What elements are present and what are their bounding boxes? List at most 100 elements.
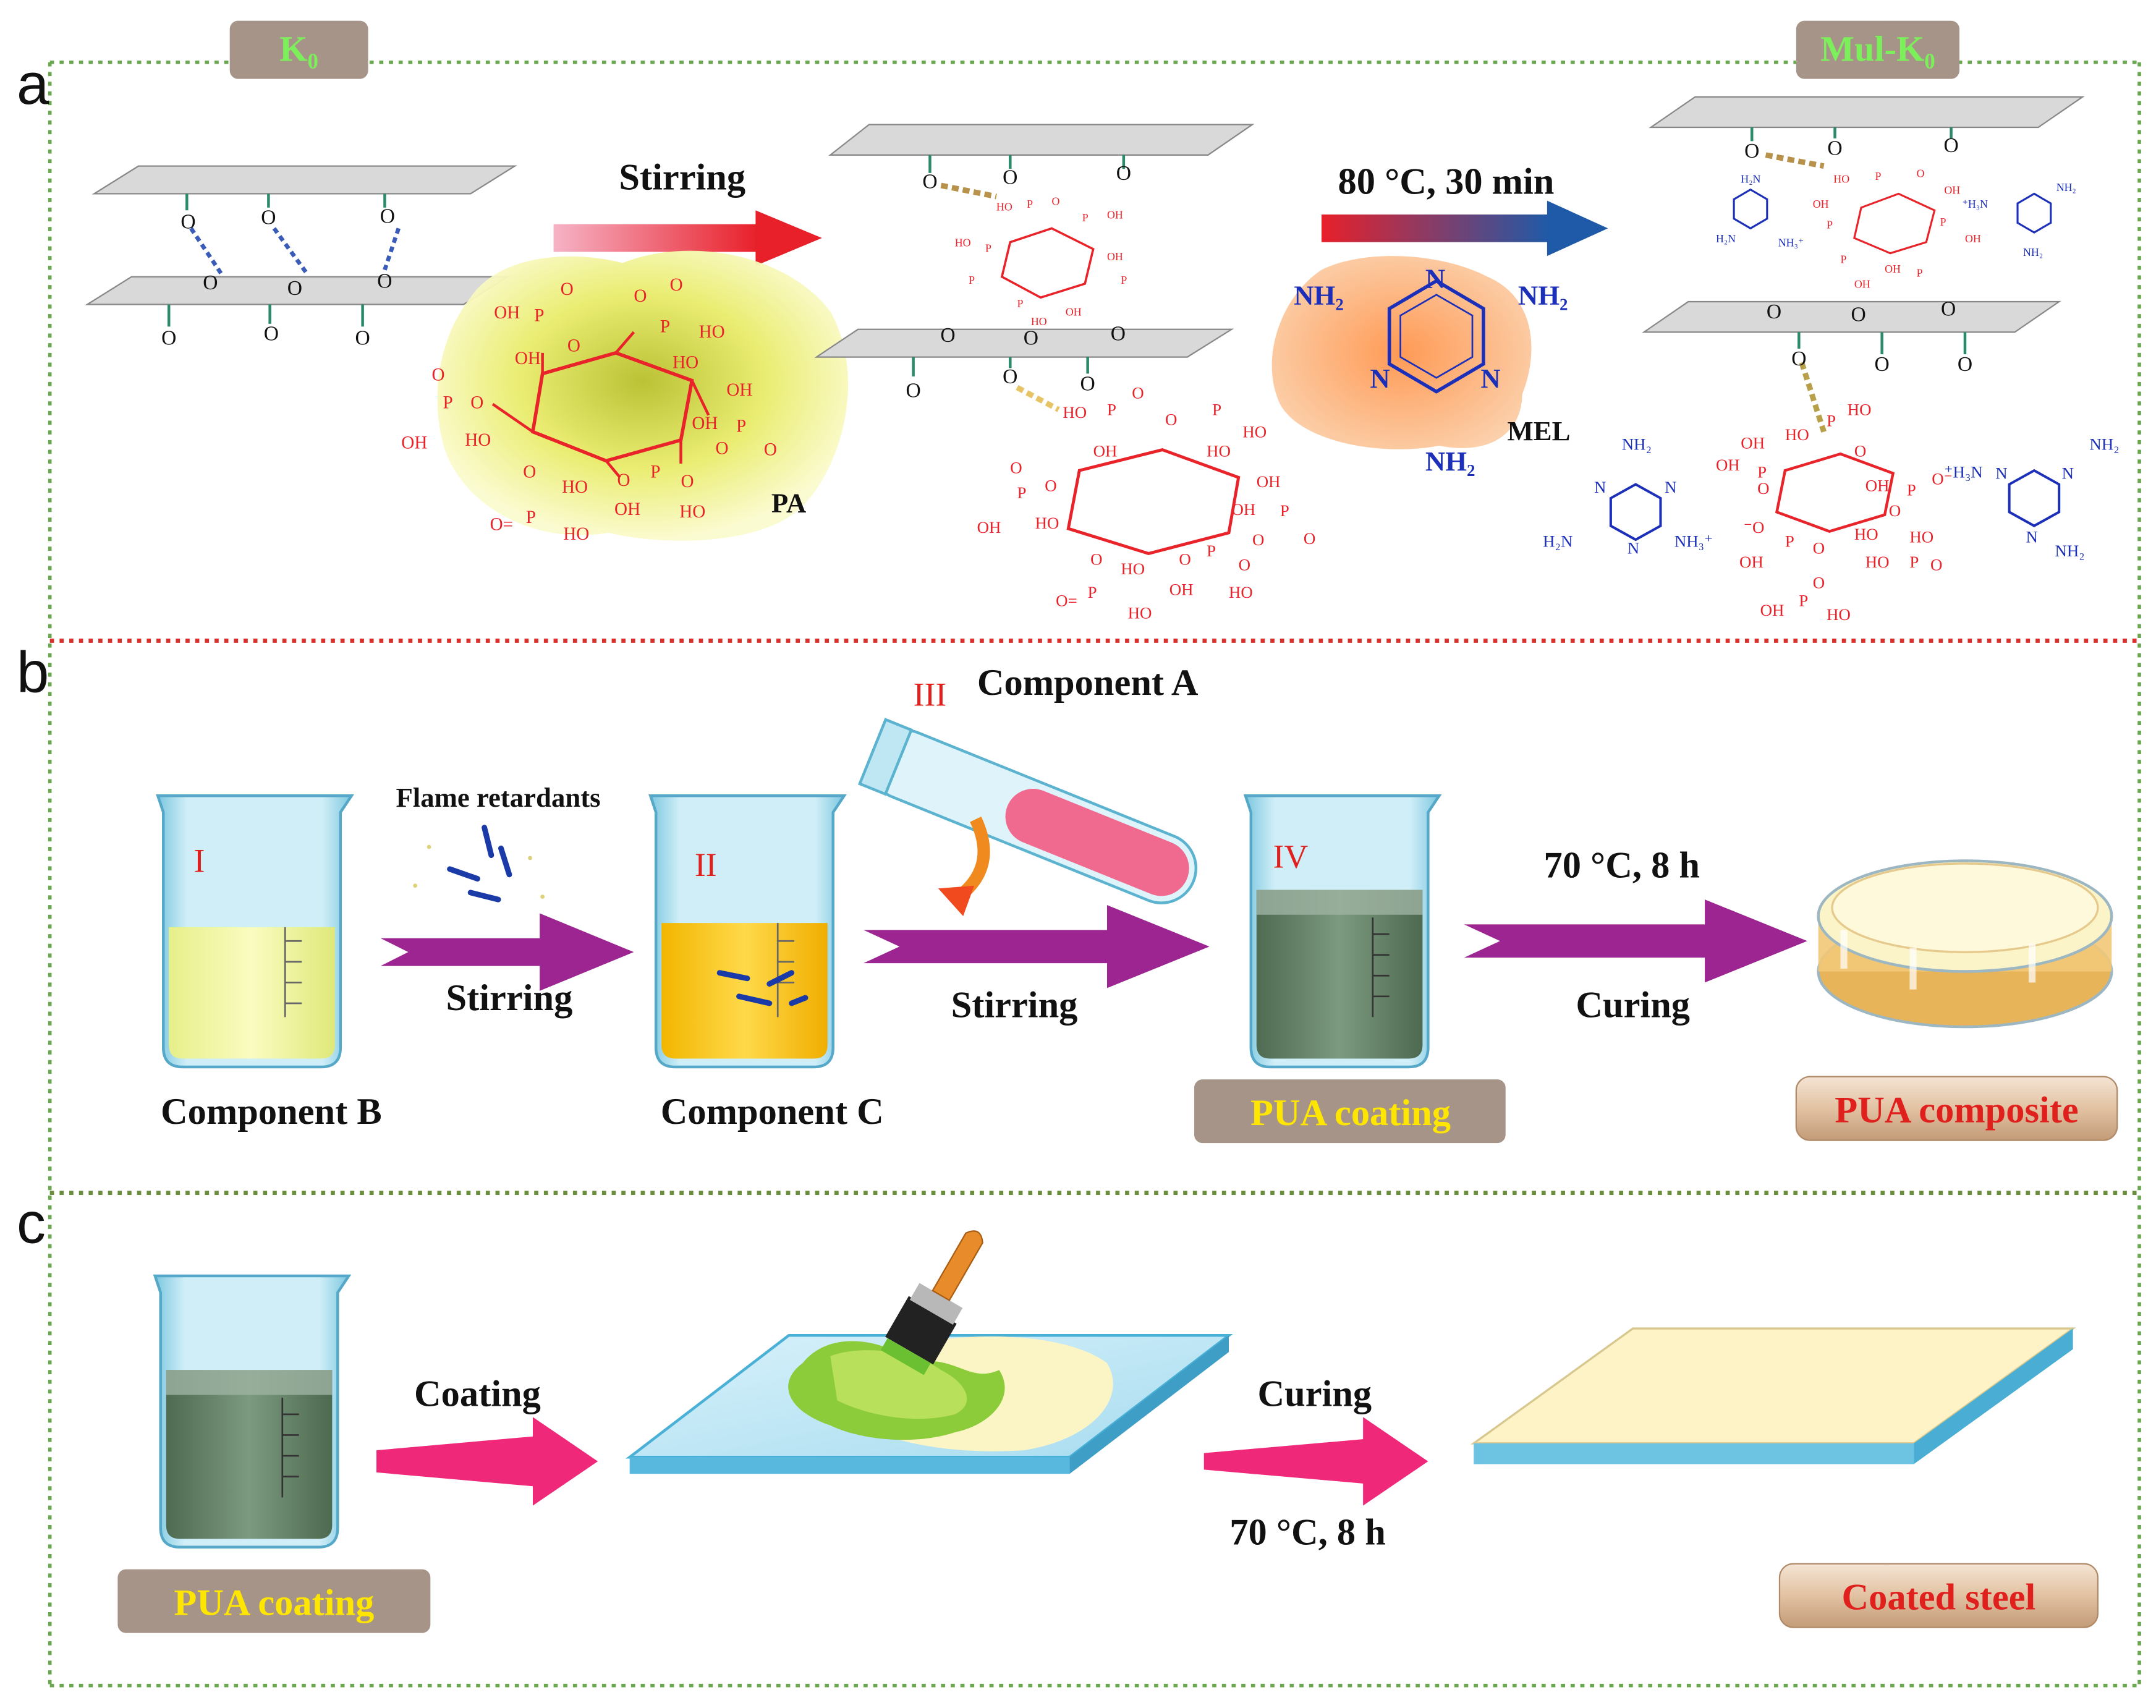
svg-text:PA: PA xyxy=(771,487,806,518)
petri-dish-icon xyxy=(1817,859,2113,1029)
beaker-icon: II xyxy=(648,794,847,1069)
svg-text:P: P xyxy=(1280,501,1289,520)
svg-text:N: N xyxy=(1425,263,1445,294)
svg-text:O: O xyxy=(1051,195,1059,207)
svg-text:P: P xyxy=(985,242,991,254)
curing-label-b: Curing xyxy=(1576,984,1690,1026)
svg-text:OH: OH xyxy=(1885,263,1901,275)
arrow-icon xyxy=(1203,1417,1428,1506)
svg-text:P: P xyxy=(1027,198,1033,210)
svg-text:O: O xyxy=(1010,459,1022,477)
svg-text:P: P xyxy=(1827,218,1833,231)
svg-text:H₂N: H₂N xyxy=(1741,173,1760,185)
svg-text:O: O xyxy=(1757,479,1769,498)
svg-text:OH: OH xyxy=(1107,209,1123,221)
svg-text:O⁻: O⁻ xyxy=(1932,470,1953,488)
svg-text:H₂N: H₂N xyxy=(1716,232,1736,245)
svg-text:P: P xyxy=(1917,267,1923,279)
svg-text:O: O xyxy=(1930,555,1942,574)
svg-text:OH: OH xyxy=(1813,198,1829,210)
svg-text:O: O xyxy=(1090,550,1102,568)
svg-text:HO: HO xyxy=(1865,553,1890,571)
svg-text:P: P xyxy=(1785,532,1794,550)
stirring-label-a: Stirring xyxy=(619,157,745,198)
svg-text:NH₂: NH₂ xyxy=(1425,446,1475,477)
conditions-label-b: 70 °C, 8 h xyxy=(1544,844,1700,886)
svg-text:P: P xyxy=(650,462,660,482)
svg-text:O: O xyxy=(1239,555,1250,574)
svg-text:P: P xyxy=(1840,253,1846,265)
svg-text:HO: HO xyxy=(1854,525,1878,543)
svg-text:HO: HO xyxy=(1031,315,1047,328)
svg-text:HO: HO xyxy=(1035,514,1059,532)
svg-text:O=: O= xyxy=(1056,592,1077,610)
svg-text:O: O xyxy=(1851,303,1865,326)
svg-text:O: O xyxy=(1045,477,1056,495)
svg-text:O: O xyxy=(1889,501,1901,520)
stirring-label-b2: Stirring xyxy=(951,984,1078,1026)
svg-text:P: P xyxy=(1121,274,1127,286)
svg-text:Coated steel: Coated steel xyxy=(1842,1577,2036,1618)
svg-text:O: O xyxy=(1917,168,1925,180)
paint-plate xyxy=(626,1334,1233,1474)
svg-text:HO: HO xyxy=(1207,442,1231,461)
svg-text:Mul-K₀: Mul-K₀ xyxy=(1820,28,1935,69)
svg-text:OH: OH xyxy=(1865,477,1890,495)
svg-text:OH: OH xyxy=(1854,278,1870,291)
svg-text:O: O xyxy=(1252,530,1264,549)
svg-text:HO: HO xyxy=(955,236,971,249)
coating-label: Coating xyxy=(414,1373,541,1414)
svg-text:O: O xyxy=(432,365,445,385)
svg-text:O: O xyxy=(1003,365,1017,388)
svg-text:O: O xyxy=(1827,137,1842,160)
svg-text:PUA coating: PUA coating xyxy=(174,1582,374,1623)
svg-text:OH: OH xyxy=(1257,472,1281,491)
svg-text:O: O xyxy=(1132,384,1144,402)
svg-text:HO: HO xyxy=(996,200,1012,213)
svg-text:HO: HO xyxy=(699,322,725,342)
panel-letter-b: b xyxy=(17,639,49,704)
svg-text:O: O xyxy=(1080,372,1095,395)
svg-text:O: O xyxy=(1813,573,1825,592)
svg-text:N: N xyxy=(1594,478,1606,496)
svg-text:O: O xyxy=(523,462,536,482)
svg-text:HO: HO xyxy=(1827,605,1851,624)
svg-text:O: O xyxy=(634,286,647,306)
svg-text:O: O xyxy=(670,275,683,295)
svg-text:PUA coating: PUA coating xyxy=(1250,1092,1451,1134)
svg-text:N: N xyxy=(1480,363,1500,394)
svg-text:HO: HO xyxy=(1229,583,1253,601)
stirring-label-b1: Stirring xyxy=(446,977,573,1019)
svg-text:IV: IV xyxy=(1273,838,1309,875)
svg-text:NH₂: NH₂ xyxy=(2023,246,2043,258)
svg-text:OH: OH xyxy=(494,303,520,323)
svg-text:O: O xyxy=(380,205,395,227)
svg-text:O: O xyxy=(355,326,370,349)
mulk0-badge: Mul-K₀ xyxy=(1796,20,1960,79)
arrow-icon xyxy=(1464,899,1807,983)
pua-composite-badge: PUA composite xyxy=(1795,1076,2118,1141)
svg-text:II: II xyxy=(695,846,717,883)
svg-text:O: O xyxy=(940,324,955,347)
svg-text:HO: HO xyxy=(563,524,589,544)
svg-text:O: O xyxy=(1791,347,1806,370)
svg-text:OH: OH xyxy=(1066,305,1082,318)
svg-text:P: P xyxy=(534,305,544,325)
svg-text:O: O xyxy=(203,271,218,294)
svg-text:P: P xyxy=(1875,170,1881,182)
svg-text:O: O xyxy=(1767,300,1781,323)
svg-text:PUA composite: PUA composite xyxy=(1835,1090,2078,1131)
svg-text:H₂N: H₂N xyxy=(1543,532,1572,550)
heat-arrow-a xyxy=(1322,200,1608,257)
component-c-label: Component C xyxy=(661,1091,884,1132)
svg-text:P: P xyxy=(660,317,670,336)
svg-text:III: III xyxy=(914,676,947,713)
svg-text:N: N xyxy=(1370,363,1390,394)
svg-text:P: P xyxy=(736,416,746,436)
pua-coating-badge-c: PUA coating xyxy=(117,1569,431,1633)
svg-text:O: O xyxy=(715,438,728,458)
svg-text:O: O xyxy=(561,279,574,299)
svg-text:OH: OH xyxy=(1231,500,1255,519)
